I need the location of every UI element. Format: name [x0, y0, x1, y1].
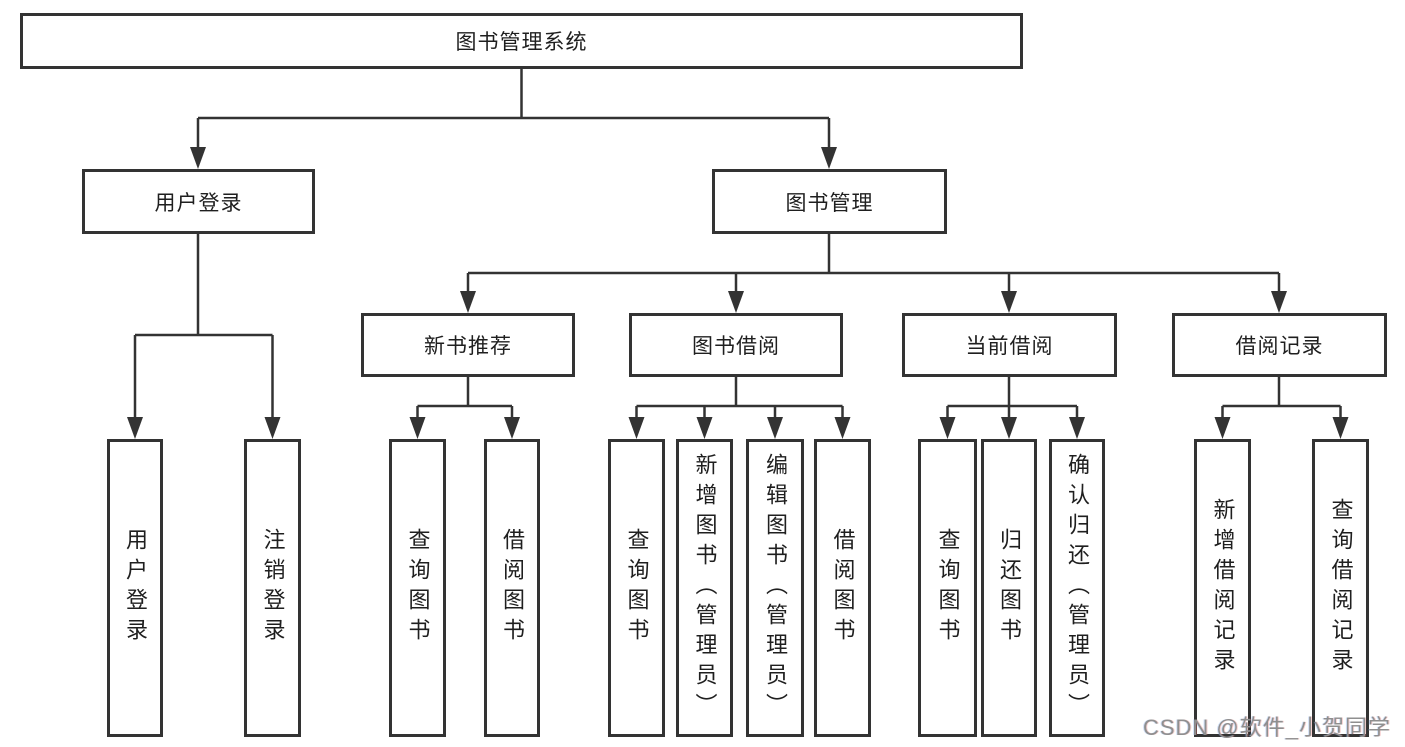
node-root-system: 图书管理系统	[20, 13, 1023, 69]
connector-current-borrow-to-leaves	[946, 377, 1079, 422]
leaf-br-add-record-label: 新增借阅记录	[1210, 498, 1236, 678]
arrowheads	[127, 147, 1349, 439]
leaf-cb-confirm-return-admin-label: 确认归还（管理员）	[1065, 453, 1090, 723]
connector-borrow-record-to-leaves	[1221, 377, 1342, 422]
leaf-br-add-record: 新增借阅记录	[1194, 439, 1251, 737]
leaf-logout: 注销登录	[244, 439, 301, 737]
connector-book-mgmt-to-level3	[466, 234, 1281, 296]
leaf-nb-query-book-label: 查询图书	[405, 528, 431, 648]
leaf-bb-edit-book-admin: 编辑图书（管理员）	[746, 439, 804, 737]
leaf-bb-query-book-label: 查询图书	[624, 528, 650, 648]
watermark-text: CSDN @软件_小贺同学	[1142, 715, 1391, 740]
leaf-br-query-record-label: 查询借阅记录	[1328, 498, 1354, 678]
node-user-login: 用户登录	[82, 169, 315, 234]
leaf-cb-query-book-label: 查询图书	[935, 528, 961, 648]
node-user-login-label: 用户登录	[154, 191, 243, 215]
leaf-bb-borrow-book-label: 借阅图书	[830, 528, 856, 648]
connector-book-borrow-to-leaves	[635, 377, 844, 422]
node-current-borrow: 当前借阅	[902, 313, 1117, 377]
leaf-cb-confirm-return-admin: 确认归还（管理员）	[1049, 439, 1105, 737]
leaf-cb-return-book-label: 归还图书	[997, 528, 1022, 648]
connector-user-login-to-leaves	[133, 234, 274, 422]
node-book-management-label: 图书管理	[785, 191, 874, 215]
leaf-logout-label: 注销登录	[260, 528, 286, 648]
leaf-user-login-label: 用户登录	[123, 528, 148, 648]
leaf-bb-edit-book-admin-label: 编辑图书（管理员）	[763, 453, 788, 723]
node-current-borrow-label: 当前借阅	[965, 335, 1054, 358]
node-book-borrow: 图书借阅	[629, 313, 843, 377]
leaf-nb-borrow-book-label: 借阅图书	[500, 528, 525, 648]
leaf-cb-return-book: 归还图书	[981, 439, 1037, 737]
leaf-bb-add-book-admin-label: 新增图书（管理员）	[692, 453, 718, 723]
node-borrow-record-label: 借阅记录	[1235, 335, 1324, 358]
leaf-cb-query-book: 查询图书	[918, 439, 977, 737]
connector-new-book-to-leaves	[416, 377, 514, 422]
leaf-bb-query-book: 查询图书	[608, 439, 665, 737]
node-book-management: 图书管理	[712, 169, 947, 234]
node-book-borrow-label: 图书借阅	[692, 335, 780, 358]
node-root-label: 图书管理系统	[455, 31, 588, 54]
leaf-br-query-record: 查询借阅记录	[1312, 439, 1369, 737]
node-new-book-recommend-label: 新书推荐	[424, 335, 512, 358]
node-borrow-record: 借阅记录	[1172, 313, 1387, 377]
leaf-bb-borrow-book: 借阅图书	[814, 439, 871, 737]
leaf-nb-query-book: 查询图书	[389, 439, 446, 737]
connector-root-to-level2	[196, 69, 831, 152]
leaf-user-login: 用户登录	[107, 439, 163, 737]
leaf-nb-borrow-book: 借阅图书	[484, 439, 540, 737]
leaf-bb-add-book-admin: 新增图书（管理员）	[676, 439, 733, 737]
node-new-book-recommend: 新书推荐	[361, 313, 575, 377]
